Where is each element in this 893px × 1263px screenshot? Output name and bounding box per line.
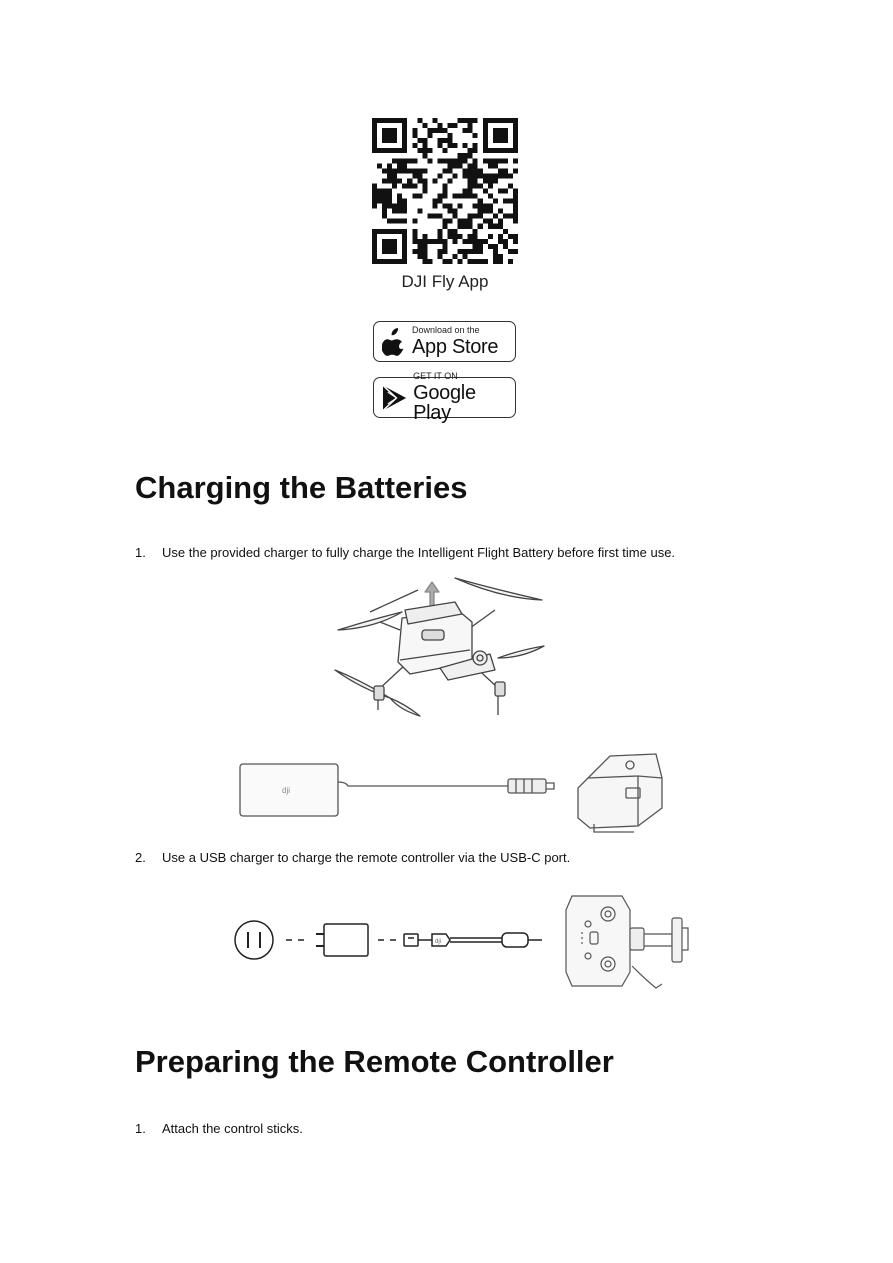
google-play-badge[interactable]: GET IT ON Google Play [373,372,516,423]
app-store-small-label: Download on the [412,325,480,335]
qr-code [372,118,518,264]
google-play-icon [382,384,407,411]
app-name-caption: DJI Fly App [401,272,489,291]
app-store-big-label: App Store [412,336,499,358]
list-item-number: 1. [135,545,146,560]
drone-battery-illustration [334,577,545,717]
list-item-text: Use the provided charger to fully charge… [162,545,676,560]
list-item-number: 2. [135,850,146,865]
list-item: 1. Use the provided charger to fully cha… [135,545,675,560]
list-item-text: Attach the control sticks. [162,1121,303,1136]
app-store-badge[interactable]: Download on the App Store [373,321,516,362]
section-heading-charging: Charging the Batteries [135,470,468,505]
list-item-number: 1. [135,1121,146,1136]
list-item: 1. Attach the control sticks. [135,1121,303,1136]
apple-icon [382,327,404,356]
google-play-small-label: GET IT ON [413,371,458,381]
list-item-text: Use a USB charger to charge the remote c… [162,850,571,865]
charger-and-battery-illustration: dji [239,753,663,833]
svg-text:dji: dji [282,786,290,795]
section-heading-remote: Preparing the Remote Controller [135,1044,614,1079]
svg-text:dji: dji [435,939,441,945]
google-play-big-label: Google Play [413,382,476,424]
usb-charging-illustration: dji [234,895,689,989]
list-item: 2. Use a USB charger to charge the remot… [135,850,570,865]
